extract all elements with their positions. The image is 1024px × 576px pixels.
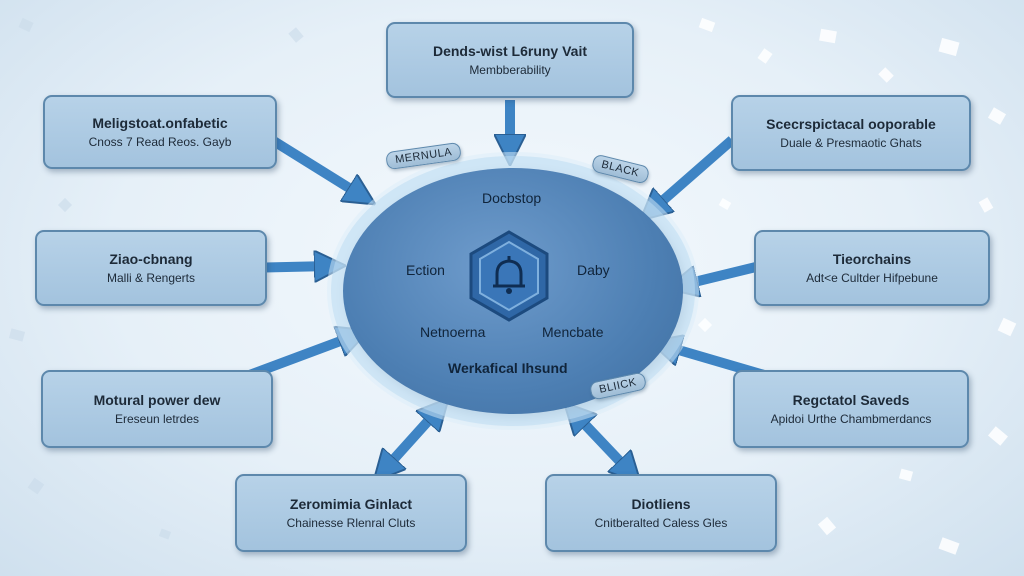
node-title: Scecrspictacal ooporable (766, 116, 936, 132)
node-bottom-left: Zeromimia Ginlact Chainesse Rlenral Clut… (235, 474, 467, 552)
node-title: Dends-wist L6runy Vait (432, 43, 588, 59)
node-subtitle: Ereseun letrdes (114, 412, 200, 426)
node-mid-left: Ziao-cbnang Malli & Rengerts (35, 230, 267, 306)
node-title: Meligstoat.onfabetic (92, 115, 228, 131)
arrow-bottom-right (575, 414, 630, 472)
node-title: Motural power dew (93, 392, 221, 408)
hexagon-bell-icon (467, 228, 551, 324)
node-top-left: Meligstoat.onfabetic Cnoss 7 Read Reos. … (43, 95, 277, 169)
node-top: Dends-wist L6runy Vait Membberability (386, 22, 634, 98)
node-title: Regctatol Saveds (792, 392, 910, 408)
node-mid-right: Tieorchains Adt<e Cultder Hifpebune (754, 230, 990, 306)
arrow-bottom-left (384, 410, 438, 470)
node-subtitle: Adt<e Cultder Hifpebune (806, 271, 938, 285)
node-subtitle: Cnitberalted Caless Gles (594, 516, 728, 530)
hub-label-left: Ection (406, 262, 445, 278)
hub-title: Werkafical Ihsund (448, 360, 568, 376)
node-title: Ziao-cbnang (109, 251, 193, 267)
node-subtitle: Malli & Rengerts (106, 271, 196, 285)
node-subtitle: Apidoi Urthe Chambmerdancs (770, 412, 932, 426)
hub-label-lower-left: Netnoerna (420, 324, 486, 340)
node-subtitle: Membberability (469, 63, 551, 77)
hub-label-top: Docbstop (482, 190, 542, 206)
node-title: Tieorchains (832, 251, 912, 267)
node-top-right: Scecrspictacal ooporable Duale & Presmao… (731, 95, 971, 171)
arrow-mid-right (682, 261, 762, 285)
hub-label-lower-right: Mencbate (542, 324, 604, 340)
node-subtitle: Duale & Presmaotic Ghats (780, 136, 922, 150)
node-subtitle: Chainesse Rlenral Cluts (286, 516, 416, 530)
node-title: Diotliens (631, 496, 691, 512)
node-bottom-right: Diotliens Cnitberalted Caless Gles (545, 474, 777, 552)
node-subtitle: Cnoss 7 Read Reos. Gayb (88, 135, 232, 149)
arrow-top-left (269, 135, 362, 196)
arrow-top-right (652, 136, 736, 210)
node-title: Zeromimia Ginlact (289, 496, 413, 512)
node-low-left: Motural power dew Ereseun letrdes (41, 370, 273, 448)
node-low-right: Regctatol Saveds Apidoi Urthe Chambmerda… (733, 370, 969, 448)
hub-label-right: Daby (577, 262, 610, 278)
